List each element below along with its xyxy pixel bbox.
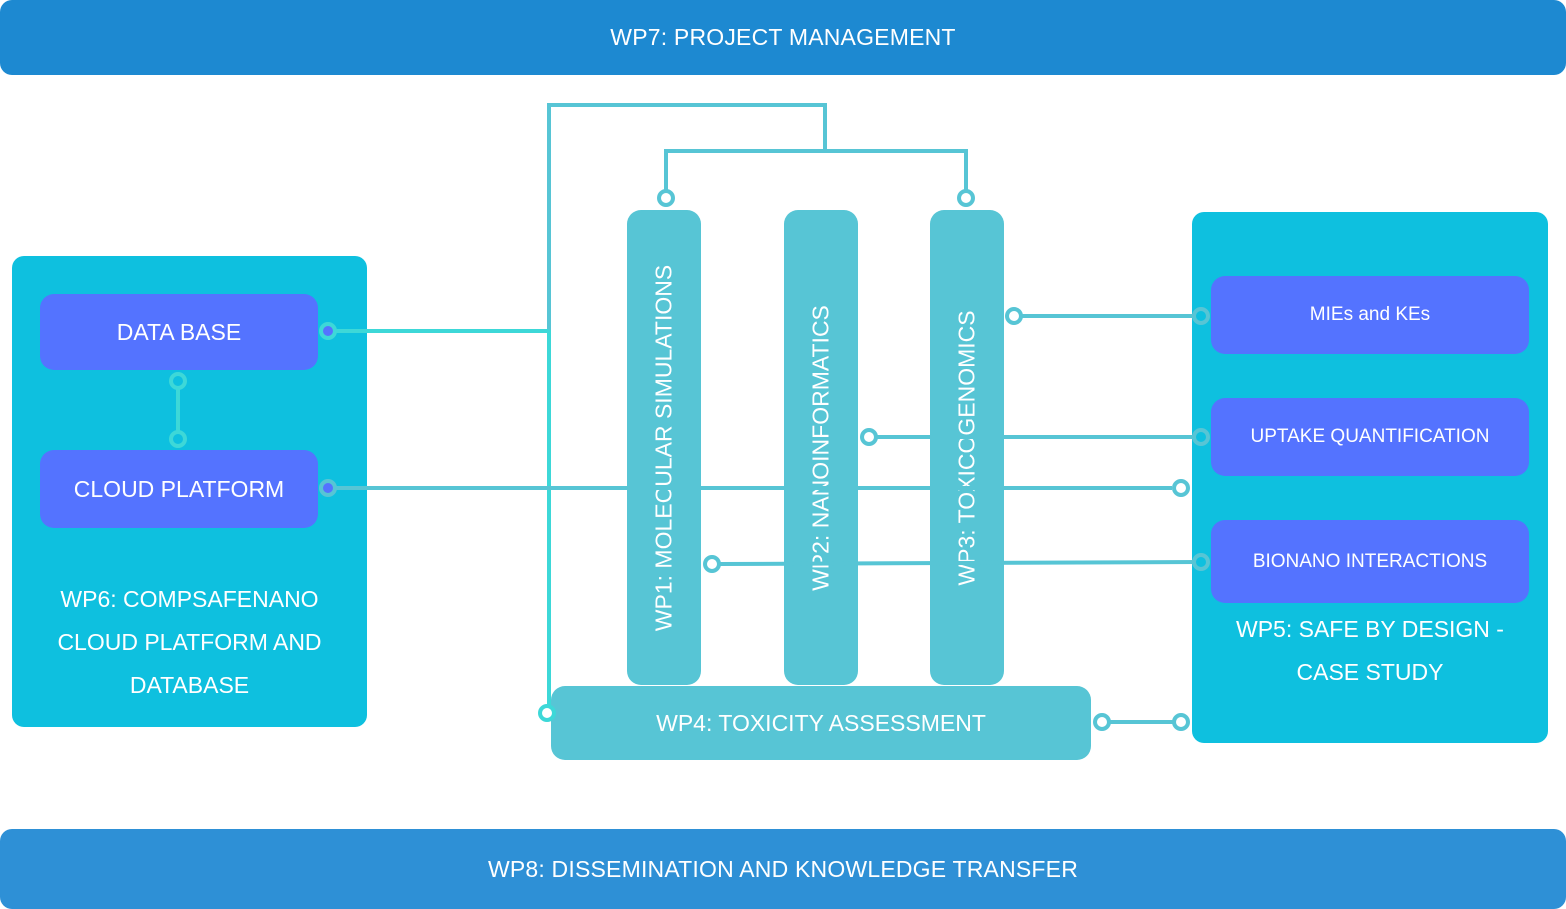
mies-kes-box[interactable]: MIEs and KEs bbox=[1211, 276, 1529, 354]
wp4-label: WP4: TOXICITY ASSESSMENT bbox=[656, 709, 986, 736]
database-box[interactable]: DATA BASE bbox=[40, 294, 318, 370]
connector-line bbox=[719, 560, 1201, 566]
connector-node bbox=[657, 189, 675, 207]
uptake-quantification-box[interactable]: UPTAKE QUANTIFICATION bbox=[1211, 398, 1529, 476]
connector-node bbox=[860, 428, 878, 446]
uptake-quantification-label: UPTAKE QUANTIFICATION bbox=[1250, 426, 1490, 447]
connector-node bbox=[1192, 553, 1210, 571]
database-label: DATA BASE bbox=[116, 318, 242, 345]
connector-node bbox=[319, 322, 337, 340]
wp7-banner[interactable]: WP7: PROJECT MANAGEMENT bbox=[0, 0, 1566, 75]
wp7-label: WP7: PROJECT MANAGEMENT bbox=[610, 24, 956, 50]
connector-node bbox=[319, 479, 337, 497]
connector-node bbox=[1093, 713, 1111, 731]
connector-node bbox=[1172, 713, 1190, 731]
wp6-title-line: CLOUD PLATFORM AND bbox=[57, 629, 322, 655]
connector-node bbox=[169, 430, 187, 448]
wp5-title: WP5: SAFE BY DESIGN - CASE STUDY bbox=[1192, 608, 1548, 694]
wp8-banner[interactable]: WP8: DISSEMINATION AND KNOWLEDGE TRANSFE… bbox=[0, 829, 1566, 909]
wp6-title: WP6: COMPSAFENANO CLOUD PLATFORM AND DAT… bbox=[12, 578, 367, 707]
connector-node bbox=[703, 555, 721, 573]
wp3-pillar[interactable]: WP3: TOXICOGENOMICS bbox=[930, 210, 1004, 685]
connector-node bbox=[957, 189, 975, 207]
bionano-interactions-label: BIONANO INTERACTIONS bbox=[1252, 550, 1488, 572]
connector-node bbox=[538, 704, 556, 722]
wp5-title-line: CASE STUDY bbox=[1296, 659, 1444, 685]
connector-node bbox=[1192, 307, 1210, 325]
wp4-bar[interactable]: WP4: TOXICITY ASSESSMENT bbox=[551, 686, 1091, 760]
wp8-label: WP8: DISSEMINATION AND KNOWLEDGE TRANSFE… bbox=[487, 855, 1079, 882]
bionano-interactions-box[interactable]: BIONANO INTERACTIONS bbox=[1211, 520, 1529, 603]
connector-line bbox=[664, 149, 968, 192]
wp1-pillar[interactable]: WP1: MOLECULAR SIMULATIONS bbox=[627, 210, 701, 685]
connector-node bbox=[1005, 307, 1023, 325]
connector-node bbox=[1172, 479, 1190, 497]
connector-node bbox=[1192, 428, 1210, 446]
wp5-title-line: WP5: SAFE BY DESIGN - bbox=[1236, 616, 1504, 642]
wp6-title-line: DATABASE bbox=[129, 672, 250, 698]
cloud-platform-label: CLOUD PLATFORM bbox=[73, 475, 285, 502]
cloud-platform-box[interactable]: CLOUD PLATFORM bbox=[40, 450, 318, 528]
wp6-title-line: WP6: COMPSAFENANO bbox=[60, 586, 319, 612]
mies-kes-label: MIEs and KEs bbox=[1309, 304, 1431, 325]
wp2-pillar[interactable]: WP2: NANOINFORMATICS bbox=[784, 210, 858, 685]
connector-node bbox=[169, 372, 187, 390]
connector-line bbox=[547, 103, 827, 713]
